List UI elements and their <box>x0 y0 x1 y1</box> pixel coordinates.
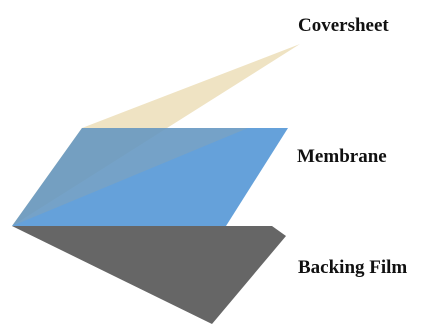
coversheet-label: Coversheet <box>298 15 389 36</box>
backing-film-label: Backing Film <box>298 257 408 278</box>
membrane-label: Membrane <box>297 146 387 167</box>
backing-film-layer <box>12 226 286 324</box>
coversheet-overlap <box>12 128 248 226</box>
membrane-layer <box>12 128 288 226</box>
